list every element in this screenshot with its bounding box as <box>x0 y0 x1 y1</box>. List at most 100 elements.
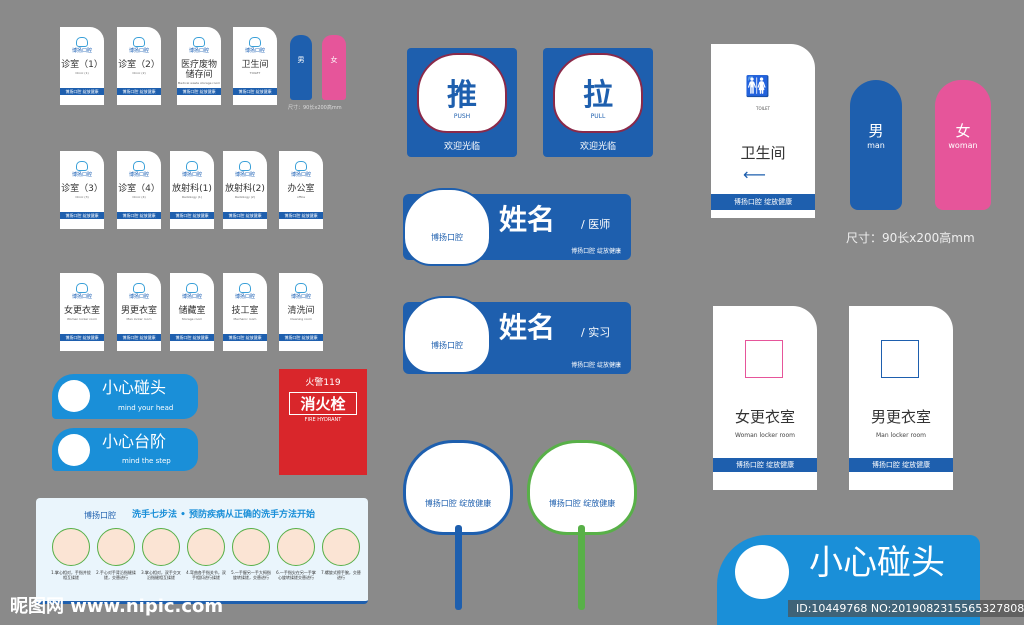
pull-en: PULL <box>590 113 606 120</box>
step-text: 5.一手握另一手大拇指旋转揉搓，交替进行 <box>231 570 271 580</box>
bump-head-icon <box>735 545 789 599</box>
room-title: 女更衣室 <box>63 306 100 316</box>
fire-hydrant-sign: 火警119 消火栓 FIRE HYDRANT <box>279 369 367 475</box>
woman-figure-small: 女 <box>322 35 346 100</box>
fire-en: FIRE HYDRANT <box>304 417 342 423</box>
hand-illustration <box>97 528 135 566</box>
tooth-logo: 博扬口腔 <box>403 296 491 374</box>
name-tag-intern: 博扬口腔姓名 / 实习博扬口腔 绽放健康 <box>403 296 631 374</box>
woman-en: woman <box>948 141 978 150</box>
brand-logo: 博扬口腔 <box>182 161 202 178</box>
tooth-icon <box>132 283 145 293</box>
slogan-bar: 博扬口腔 绽放健康 <box>223 212 267 219</box>
brand-logo: 博扬口腔 <box>129 37 149 54</box>
room-title: 储藏室 <box>178 306 206 316</box>
slogan-bar: 博扬口腔 绽放健康 <box>60 334 104 341</box>
fan-blue: 博扬口腔 绽放健康 <box>403 440 513 535</box>
brand-name: 博扬口腔 <box>290 172 312 178</box>
slogan-bar: 博扬口腔 绽放健康 <box>279 334 323 341</box>
man-label: 男 <box>868 122 884 140</box>
caution-head-sign: 小心碰头 mind your head <box>52 374 198 419</box>
room-title: 放射科(1) <box>172 184 212 194</box>
fan-handle-green <box>578 525 585 610</box>
slogan-bar: 博扬口腔 绽放健康 <box>713 458 817 472</box>
brand-name: 博扬口腔 <box>234 294 256 300</box>
toilet-icon: 🚻 <box>745 74 770 98</box>
room-sub: Storage room <box>181 317 203 321</box>
room-sub: Clinic (1) <box>75 71 89 75</box>
slogan: 博扬口腔 绽放健康 <box>571 248 621 255</box>
room-sign: 博扬口腔放射科(2)Radiology (2)博扬口腔 绽放健康 <box>223 151 267 229</box>
room-title: 清洗间 <box>287 306 315 316</box>
room-title: 诊室（2） <box>118 60 160 70</box>
handwash-poster: 博扬口腔 洗手七步法 • 预防疾病从正确的洗手方法开始 1.掌心相对，手指并拢相… <box>36 498 368 604</box>
brand-name: 博扬口腔 <box>128 172 150 178</box>
tooth-icon <box>75 283 88 293</box>
handwash-step: 5.一手握另一手大拇指旋转揉搓，交替进行 <box>231 528 271 580</box>
brand-name: 博扬口腔 <box>188 48 210 54</box>
tooth-icon <box>294 283 307 293</box>
push-char: 推 <box>447 78 477 113</box>
room-sub: office <box>296 195 306 199</box>
brand-name: 博扬口腔 <box>244 48 266 54</box>
step-icon <box>58 434 90 466</box>
room-sign: 博扬口腔诊室（2）Clinic (2) 博扬口腔 绽放健康 <box>117 27 161 105</box>
bump-head-icon <box>58 380 90 412</box>
room-sub: Clinic (2) <box>132 71 146 75</box>
toilet-sign-large: 🚻 TOILET 卫生间 ⟵ 博扬口腔 绽放健康 <box>711 44 815 218</box>
arrow-left-icon: ⟵ <box>743 165 766 184</box>
room-sub: TOILET <box>249 71 261 75</box>
caution-title: 小心碰头 <box>102 378 167 397</box>
slogan-bar: 博扬口腔 绽放健康 <box>177 88 221 95</box>
brand-logo: 博扬口腔 <box>245 37 265 54</box>
toilet-en: TOILET <box>756 106 770 111</box>
room-title: 医疗废物储存间 <box>180 60 217 80</box>
handwash-step: 3.掌心相对，双手交叉沿指缝相互揉搓 <box>141 528 181 580</box>
tooth-icon <box>75 37 88 47</box>
room-sign: 博扬口腔诊室（4）Clinic (4)博扬口腔 绽放健康 <box>117 151 161 229</box>
step-text: 7.螺旋式擦手腕，交替进行 <box>321 570 361 580</box>
brand-name: 博扬口腔 <box>71 294 93 300</box>
hand-illustration <box>232 528 270 566</box>
size-note-small: 尺寸：90长x200高mm <box>288 105 342 111</box>
room-sign: 博扬口腔放射科(1)Radiology (1)博扬口腔 绽放健康 <box>170 151 214 229</box>
handwash-title: 洗手七步法 • 预防疾病从正确的洗手方法开始 <box>132 510 316 520</box>
name-text: 姓名 <box>499 311 556 344</box>
caution-sub: mind the step <box>122 457 171 465</box>
brand-logo: 博扬口腔 <box>182 283 202 300</box>
caution-sub: mind your head <box>118 404 174 412</box>
brand-logo: 博扬口腔 <box>72 283 92 300</box>
brand-logo: 博扬口腔 <box>235 283 255 300</box>
role-text: / 医师 <box>581 218 611 231</box>
room-title: 办公室 <box>287 184 315 194</box>
hand-illustration <box>277 528 315 566</box>
role-text: / 实习 <box>581 326 611 339</box>
brand-logo: 博扬口腔 <box>72 37 92 54</box>
locker-icon <box>881 340 919 378</box>
step-text: 4.弯曲各手指关节，双手相扣进行揉搓 <box>186 570 226 580</box>
room-title: 诊室（3） <box>61 184 103 194</box>
tooth-icon <box>185 283 198 293</box>
brand-logo: 博扬口腔 <box>189 37 209 54</box>
man-figure-small: 男 <box>290 35 312 100</box>
slogan-bar: 博扬口腔 绽放健康 <box>711 194 815 210</box>
welcome-text: 欢迎光临 <box>443 142 480 152</box>
hand-illustration <box>187 528 225 566</box>
slogan-bar: 博扬口腔 绽放健康 <box>117 88 161 95</box>
brand-name: 博扬口腔 <box>71 48 93 54</box>
room-title: 放射科(2) <box>225 184 265 194</box>
brand-name: 博扬口腔 <box>181 294 203 300</box>
fan-handle-blue <box>455 525 462 610</box>
tooth-icon <box>238 161 251 171</box>
fan-slogan: 博扬口腔 绽放健康 <box>548 499 616 508</box>
slogan-bar: 博扬口腔 绽放健康 <box>60 88 104 95</box>
tooth-icon <box>192 37 205 47</box>
brand-logo: 博扬口腔 <box>291 161 311 178</box>
slogan: 博扬口腔 绽放健康 <box>571 362 621 369</box>
brand-name: 博扬口腔 <box>128 294 150 300</box>
